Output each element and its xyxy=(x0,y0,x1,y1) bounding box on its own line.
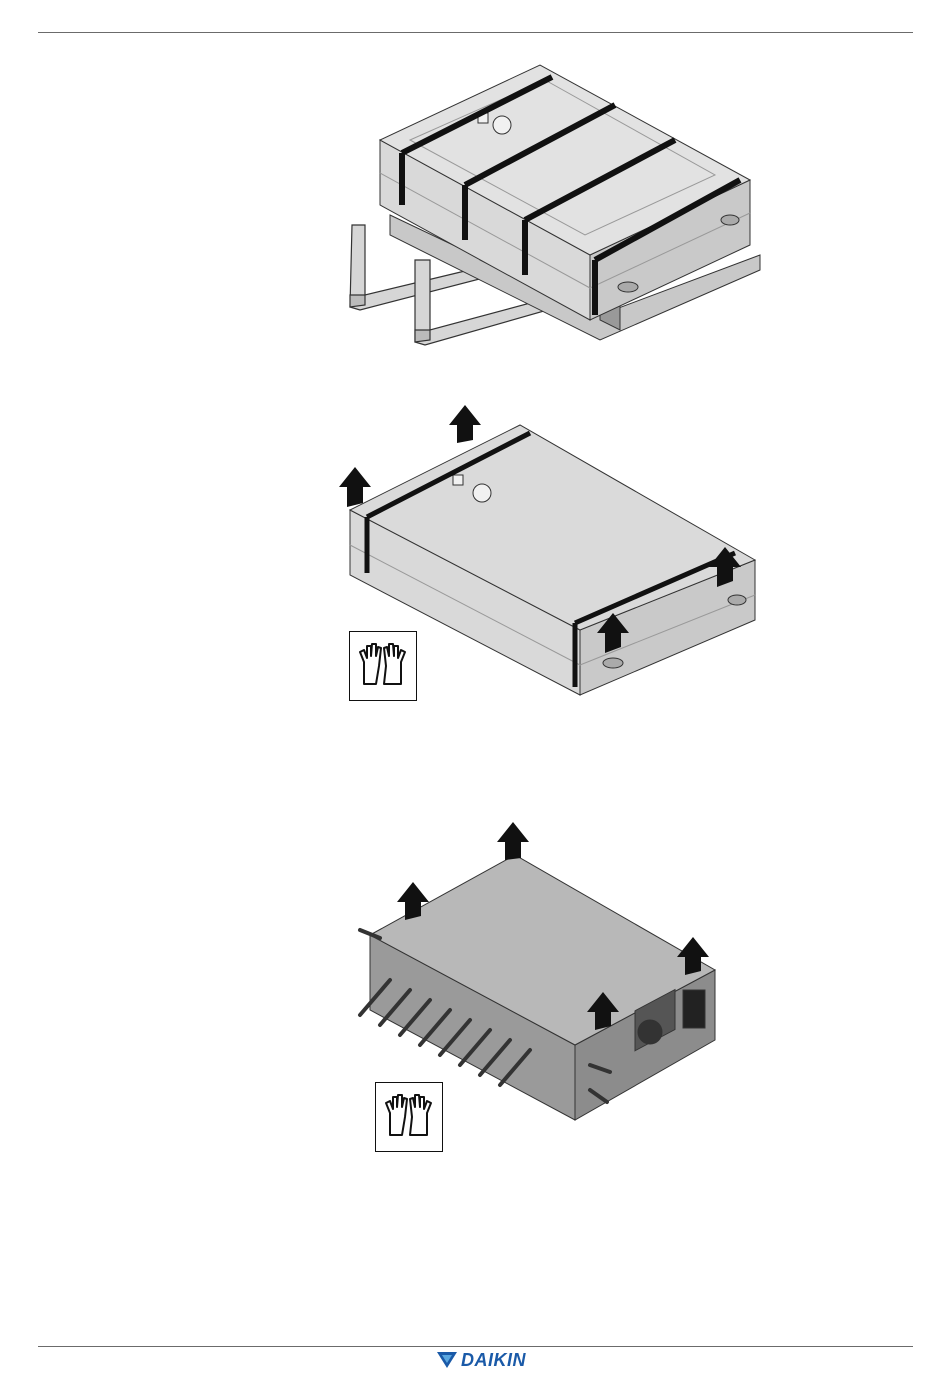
figure-remove-unit-top-panel xyxy=(345,820,745,1125)
gloves-notice xyxy=(375,1082,443,1152)
header-rule xyxy=(38,32,913,33)
daikin-delta-logo-icon xyxy=(437,1352,457,1368)
gloves-icon xyxy=(350,632,415,699)
gloves-notice xyxy=(349,631,417,701)
footer-rule xyxy=(38,1346,913,1347)
figure-packed-unit-on-pallet xyxy=(330,55,770,355)
daikin-logo: DAIKIN xyxy=(437,1348,547,1372)
brand-name: DAIKIN xyxy=(461,1350,526,1371)
gloves-icon xyxy=(376,1083,441,1150)
